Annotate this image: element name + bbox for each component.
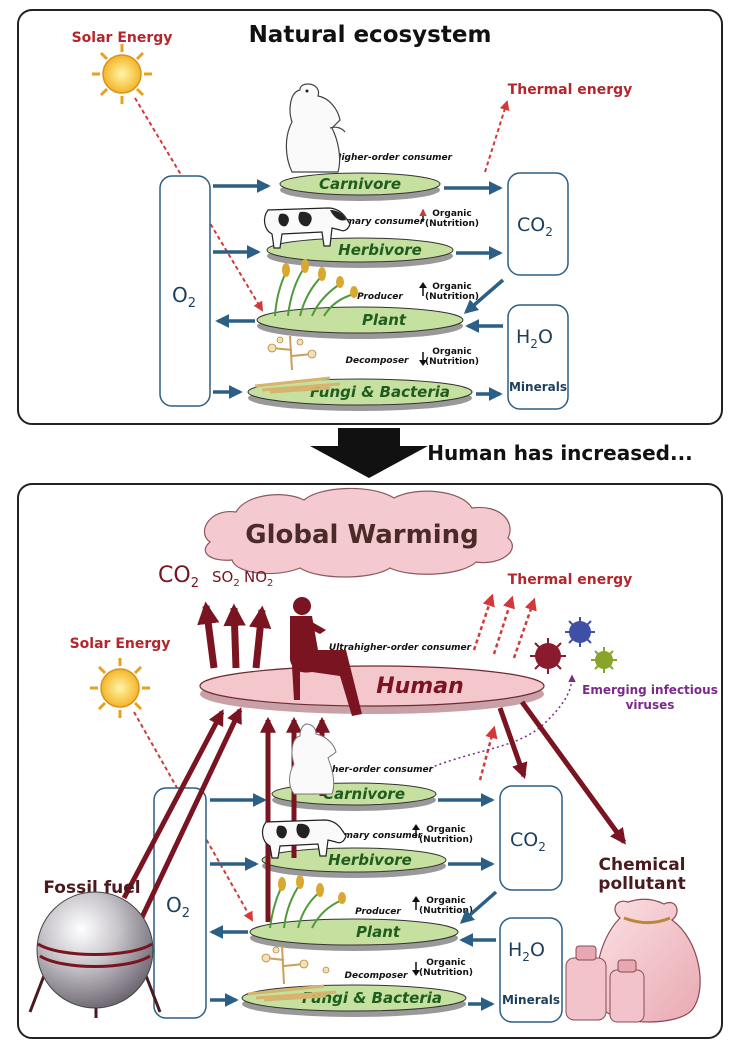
viruses-label-1: Emerging infectious (582, 683, 718, 697)
transition-arrow (310, 428, 428, 478)
svg-text:(Nutrition): (Nutrition) (419, 835, 473, 845)
role-ultra: Ultrahigher-order consumer (329, 643, 472, 653)
viruses-label-2: viruses (626, 698, 675, 712)
o2-box (159, 175, 211, 407)
cow-icon-b (261, 819, 347, 859)
chemical-label-2: pollutant (598, 874, 685, 894)
disc-fungi-b: Fungi & Bacteria (241, 984, 467, 1017)
top-title: Natural ecosystem (249, 22, 492, 48)
svg-text:Organic: Organic (432, 347, 471, 357)
organic-3: Organic (Nutrition) (419, 347, 479, 367)
svg-text:Global Warming: Global Warming (245, 520, 478, 550)
svg-text:(Nutrition): (Nutrition) (419, 906, 473, 916)
svg-text:Carnivore: Carnivore (323, 785, 405, 803)
organic-b-2: Organic (Nutrition) (412, 896, 473, 916)
svg-text:Organic: Organic (426, 825, 465, 835)
role-decomposer-b: Decomposer (345, 971, 409, 981)
role-primary: Primary consumer (332, 217, 425, 227)
top-thermal-label: Thermal energy (508, 82, 633, 98)
fungi-icon-b (247, 945, 337, 1002)
flow-arrows-bottom (209, 793, 498, 1011)
cow-icon (263, 207, 351, 249)
virus-icons (530, 617, 617, 674)
natural-ecosystem-panel: Natural ecosystem Solar Energy Thermal e… (17, 9, 723, 425)
fossil-fuel-label: Fossil fuel (43, 878, 140, 898)
svg-text:(Nutrition): (Nutrition) (425, 357, 479, 367)
organic-2: Organic (Nutrition) (419, 282, 479, 302)
bottom-thermal-label: Thermal energy (508, 572, 633, 588)
o2-label: O2 (172, 283, 196, 311)
svg-text:Plant: Plant (356, 923, 401, 941)
svg-text:Herbivore: Herbivore (328, 851, 412, 869)
role-producer-b: Producer (355, 907, 401, 917)
disc-herbivore: Herbivore (266, 237, 454, 268)
emission-arrows (197, 601, 272, 669)
disc-human: Human (199, 665, 545, 714)
organic-b-1: Organic (Nutrition) (412, 824, 473, 845)
organic-1: Organic (Nutrition) (419, 208, 479, 229)
gas-no2: NO2 (244, 568, 273, 589)
organic-b-3: Organic (Nutrition) (412, 958, 473, 978)
h2o-minerals-box-b (499, 917, 563, 1023)
fungi-icon (254, 335, 341, 394)
thermal-arrow (484, 100, 510, 173)
svg-text:Organic: Organic (426, 958, 465, 968)
h2o-label: H2O (516, 326, 553, 351)
svg-text:Organic: Organic (426, 896, 465, 906)
svg-text:Organic: Organic (432, 209, 471, 219)
role-higher: Higher-order consumer (334, 153, 453, 163)
co2-box-b (499, 785, 563, 891)
disc-plant-b: Plant (249, 918, 459, 951)
svg-text:(Nutrition): (Nutrition) (419, 968, 473, 978)
svg-text:Fungi & Bacteria: Fungi & Bacteria (302, 989, 442, 1007)
role-primary-b: Primary consumer (330, 831, 423, 841)
minerals-label: Minerals (509, 380, 567, 394)
svg-text:Carnivore: Carnivore (319, 175, 401, 193)
gas-co2: CO2 (158, 563, 199, 591)
disc-carnivore: Carnivore (279, 172, 441, 201)
polar-bear-icon (285, 83, 346, 173)
svg-text:Human: Human (376, 674, 464, 699)
role-higher-b: Higher-order consumer (315, 765, 434, 775)
svg-text:Fungi & Bacteria: Fungi & Bacteria (310, 383, 450, 401)
svg-text:Herbivore: Herbivore (338, 241, 422, 259)
gas-so2: SO2 (212, 568, 240, 589)
disc-plant: Plant (256, 306, 464, 339)
h2o-minerals-box (507, 304, 569, 410)
fossil-fuel-tank-icon (28, 891, 162, 1018)
sun-icon (92, 44, 152, 104)
o2-label-b: O2 (166, 893, 190, 921)
svg-text:Organic: Organic (432, 282, 471, 292)
minerals-label-b: Minerals (502, 993, 560, 1007)
bottom-solar-label: Solar Energy (70, 636, 171, 652)
thermal-arrows-bottom (472, 593, 537, 781)
transition-label: Human has increased... (427, 441, 693, 465)
human-impact-panel: Global Warming CO2 SO2 NO2 Thermal energ… (17, 483, 723, 1039)
disc-herbivore-b: Herbivore (261, 847, 447, 878)
h2o-label-b: H2O (508, 939, 545, 964)
co2-label: CO2 (517, 214, 553, 239)
solar-ray-arrow (134, 97, 264, 312)
rice-plant-icon (274, 259, 358, 317)
polar-bear-icon-b (289, 723, 337, 795)
svg-text:Plant: Plant (362, 311, 407, 329)
top-solar-label: Solar Energy (72, 30, 173, 46)
chemical-bottles-icon (565, 945, 645, 1023)
flow-arrows-top (213, 179, 505, 401)
rice-plant-icon-b (269, 875, 346, 929)
chemical-label-1: Chemical (598, 855, 685, 875)
co2-box (507, 172, 569, 276)
sun-icon-bottom (90, 658, 150, 718)
global-warming-cloud: Global Warming (204, 487, 513, 578)
role-producer: Producer (357, 292, 403, 302)
role-decomposer: Decomposer (346, 356, 410, 366)
svg-text:(Nutrition): (Nutrition) (425, 292, 479, 302)
co2-label-b: CO2 (510, 829, 546, 854)
human-figure-icon (290, 597, 362, 716)
svg-text:(Nutrition): (Nutrition) (425, 219, 479, 229)
